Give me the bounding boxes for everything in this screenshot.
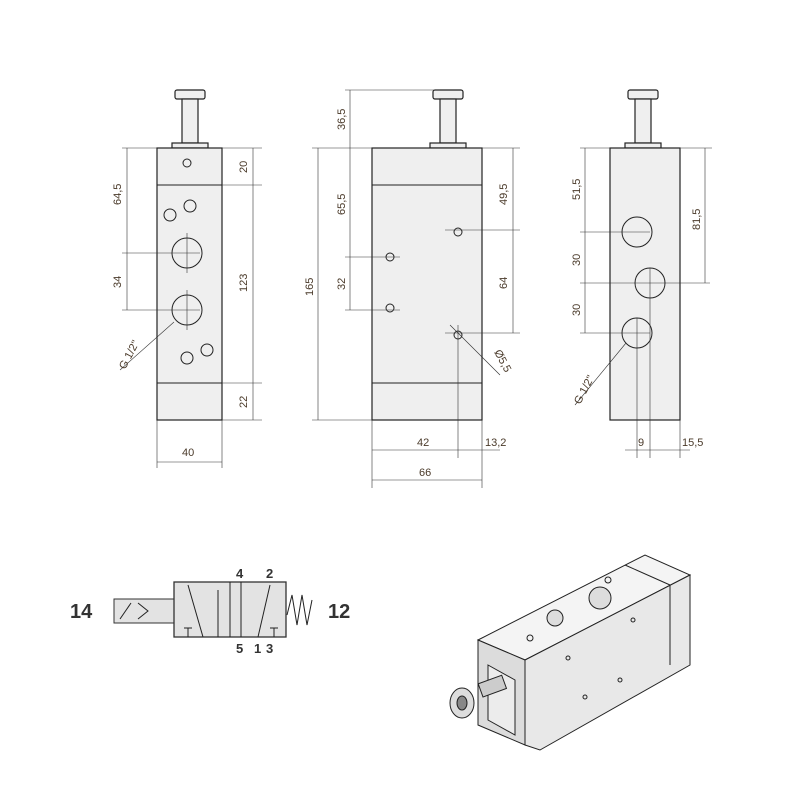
port-label: G 1/2" [117,338,142,371]
dim-64: 64 [498,277,510,289]
dim-13-2: 13,2 [485,437,506,449]
dim-123: 123 [238,274,250,292]
dim-40: 40 [182,447,194,459]
valve-body [156,147,223,421]
port-label-rear: G 1/2" [572,373,597,406]
dim-42: 42 [417,437,429,449]
spring-icon [286,594,313,626]
port-4-label: 4 [236,566,244,581]
port-12-label: 12 [328,601,350,623]
dim-20: 20 [238,161,250,173]
dim-51-5: 51,5 [571,179,583,200]
dim-65-5: 65,5 [336,194,348,215]
port-3-label: 3 [266,641,273,656]
dim-30b: 30 [571,304,583,316]
pneumatic-symbol: 14 12 4 2 5 1 3 [70,566,350,656]
dim-49-5: 49,5 [498,184,510,205]
dim-9: 9 [638,437,644,449]
dim-15-5: 15,5 [682,437,703,449]
port-2-label: 2 [266,566,273,581]
dim-30a: 30 [571,254,583,266]
hole-label: Ø5,5 [491,348,513,375]
knob-icon [174,89,206,100]
dim-64-5: 64,5 [112,184,124,205]
valve-body-rear [609,147,681,421]
rear-view: 51,5 30 30 81,5 9 15,5 G 1/2" [571,89,712,458]
front-view: 64,5 34 20 123 22 40 G 1/2" [112,89,262,468]
valve-body-side [371,147,483,421]
port-14-label: 14 [70,601,93,623]
side-view: 36,5 65,5 32 165 49,5 64 42 13,2 66 Ø5,5 [304,89,520,488]
dim-66: 66 [419,467,431,479]
dim-32: 32 [336,278,348,290]
dim-36-5: 36,5 [336,109,348,130]
dim-81-5: 81,5 [691,209,703,230]
dim-165: 165 [304,278,316,296]
dim-22: 22 [238,396,250,408]
port-5-label: 5 [236,641,243,656]
port-1-label: 1 [254,641,261,656]
isometric-view [449,554,692,751]
dim-34: 34 [112,276,124,288]
